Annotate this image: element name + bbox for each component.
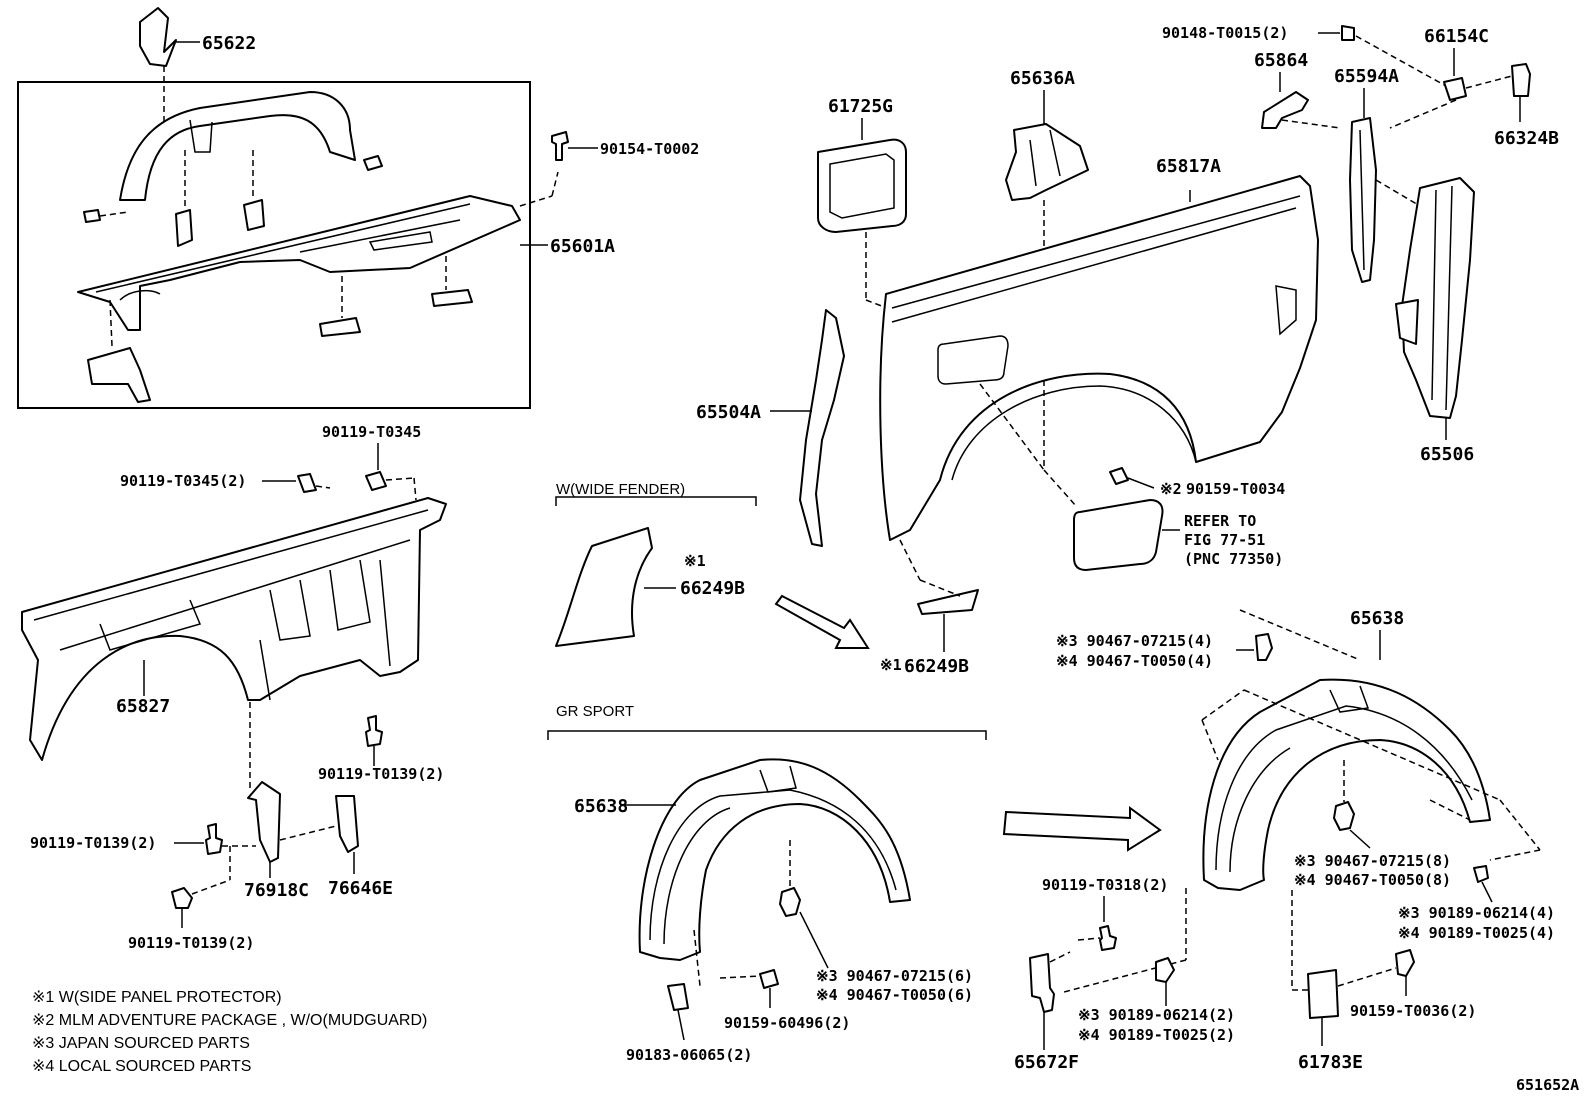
label-66324B[interactable]: 66324B xyxy=(1494,128,1559,149)
label-65594A[interactable]: 65594A xyxy=(1334,66,1399,87)
quarter-panel-65817A-shape xyxy=(879,175,1319,541)
fuel-lid-recess xyxy=(937,335,1009,385)
label-65601A[interactable]: 65601A xyxy=(550,236,615,257)
label-90119-T0318-2[interactable]: 90119-T0318(2) xyxy=(1042,876,1168,894)
label-65504A[interactable]: 65504A xyxy=(696,402,761,423)
fuel-lid-shape xyxy=(1073,499,1164,571)
label-90183-06065-2[interactable]: 90183-06065(2) xyxy=(626,1046,752,1064)
fuel-housing-61725G-shape xyxy=(817,138,907,233)
label-90189-06214-4[interactable]: ※3 90189-06214(4) xyxy=(1398,904,1555,922)
wheelhouse-liner-65638-gr-shape xyxy=(638,758,911,961)
label-65638-gr[interactable]: 65638 xyxy=(574,796,628,817)
label-65622[interactable]: 65622 xyxy=(202,33,256,54)
label-90467-07215-8[interactable]: ※3 90467-07215(8) xyxy=(1294,852,1451,870)
arrow-to-standard-liner xyxy=(1002,806,1162,852)
panel-strip-65504A-shape xyxy=(799,309,845,547)
mark-66249B-b[interactable]: ※1 xyxy=(880,656,902,674)
bracket-65622-shape xyxy=(139,7,177,67)
mark-66249B-a[interactable]: ※1 xyxy=(684,552,706,570)
bracket-76918C-shape xyxy=(247,781,281,863)
label-90119-T0139-2-bottom[interactable]: 90119-T0139(2) xyxy=(128,934,254,952)
label-90119-T0139-2-right[interactable]: 90119-T0139(2) xyxy=(318,765,444,783)
refer-line-3[interactable]: (PNC 77350) xyxy=(1184,550,1283,568)
label-65506[interactable]: 65506 xyxy=(1420,444,1474,465)
group-bracket-wide-fender xyxy=(555,496,757,506)
side-panel-protector-66249B-shape xyxy=(555,527,653,647)
group-label-wide-fender: W(WIDE FENDER) xyxy=(556,481,685,498)
bed-side-outer-65827 xyxy=(21,497,447,761)
label-76918C[interactable]: 76918C xyxy=(244,880,309,901)
label-90467-T0050-4[interactable]: ※4 90467-T0050(4) xyxy=(1056,652,1213,670)
bracket-76646E-shape xyxy=(335,795,359,853)
label-90119-T0139-2-mid[interactable]: 90119-T0139(2) xyxy=(30,834,156,852)
note-3: ※3 JAPAN SOURCED PARTS xyxy=(32,1035,250,1052)
label-90148-T0015-2[interactable]: 90148-T0015(2) xyxy=(1162,24,1288,42)
note-1: ※1 W(SIDE PANEL PROTECTOR) xyxy=(32,989,282,1006)
mudflap-61783E-shape xyxy=(1307,969,1339,1019)
label-66249B-a[interactable]: 66249B xyxy=(680,578,745,599)
label-65827[interactable]: 65827 xyxy=(116,696,170,717)
wheelhouse-arch-upper xyxy=(119,91,356,201)
group-label-gr-sport: GR SPORT xyxy=(556,703,634,720)
label-90159-60496-2[interactable]: 90159-60496(2) xyxy=(724,1014,850,1032)
label-90467-T0050-8[interactable]: ※4 90467-T0050(8) xyxy=(1294,871,1451,889)
bracket-65672F-shape xyxy=(1029,953,1055,1013)
bed-side-panel-65601A xyxy=(77,195,521,331)
wheelhouse-liner-65638-std-shape xyxy=(1202,678,1491,891)
label-65864[interactable]: 65864 xyxy=(1254,50,1308,71)
label-61783E[interactable]: 61783E xyxy=(1298,1052,1363,1073)
label-65636A[interactable]: 65636A xyxy=(1010,68,1075,89)
label-90154-T0002[interactable]: 90154-T0002 xyxy=(600,140,699,158)
bracket-65636A-shape xyxy=(1005,123,1089,201)
pillar-65594A-shape xyxy=(1349,117,1377,283)
label-90189-T0025-4[interactable]: ※4 90189-T0025(4) xyxy=(1398,924,1555,942)
label-90159-T0034[interactable]: 90159-T0034 xyxy=(1186,480,1285,498)
bracket-65864-shape xyxy=(1261,91,1309,129)
label-90189-T0025-2[interactable]: ※4 90189-T0025(2) xyxy=(1078,1026,1235,1044)
refer-line-2[interactable]: FIG 77-51 xyxy=(1184,531,1265,549)
group-bracket-gr-sport xyxy=(547,730,987,740)
label-66249B-b[interactable]: 66249B xyxy=(904,656,969,677)
note-4: ※4 LOCAL SOURCED PARTS xyxy=(32,1058,251,1075)
note-2: ※2 MLM ADVENTURE PACKAGE , W/O(MUDGUARD) xyxy=(32,1012,427,1029)
label-90467-07215-4[interactable]: ※3 90467-07215(4) xyxy=(1056,632,1213,650)
refer-line-1[interactable]: REFER TO xyxy=(1184,512,1256,530)
label-90189-06214-2[interactable]: ※3 90189-06214(2) xyxy=(1078,1006,1235,1024)
label-65638-std[interactable]: 65638 xyxy=(1350,608,1404,629)
figure-id: 651652A xyxy=(1516,1076,1579,1094)
mark-90159-T0034[interactable]: ※2 xyxy=(1160,480,1182,498)
label-65672F[interactable]: 65672F xyxy=(1014,1052,1079,1073)
label-65817A[interactable]: 65817A xyxy=(1156,156,1221,177)
label-90119-T0345[interactable]: 90119-T0345 xyxy=(322,423,421,441)
label-90119-T0345-2[interactable]: 90119-T0345(2) xyxy=(120,472,246,490)
label-90467-07215-6[interactable]: ※3 90467-07215(6) xyxy=(816,967,973,985)
label-61725G[interactable]: 61725G xyxy=(828,96,893,117)
label-90159-T0036-2[interactable]: 90159-T0036(2) xyxy=(1350,1002,1476,1020)
label-66154C[interactable]: 66154C xyxy=(1424,26,1489,47)
label-90467-T0050-6[interactable]: ※4 90467-T0050(6) xyxy=(816,986,973,1004)
pillar-65506-shape xyxy=(1401,177,1475,419)
label-76646E[interactable]: 76646E xyxy=(328,878,393,899)
arrow-to-fender xyxy=(774,594,870,649)
